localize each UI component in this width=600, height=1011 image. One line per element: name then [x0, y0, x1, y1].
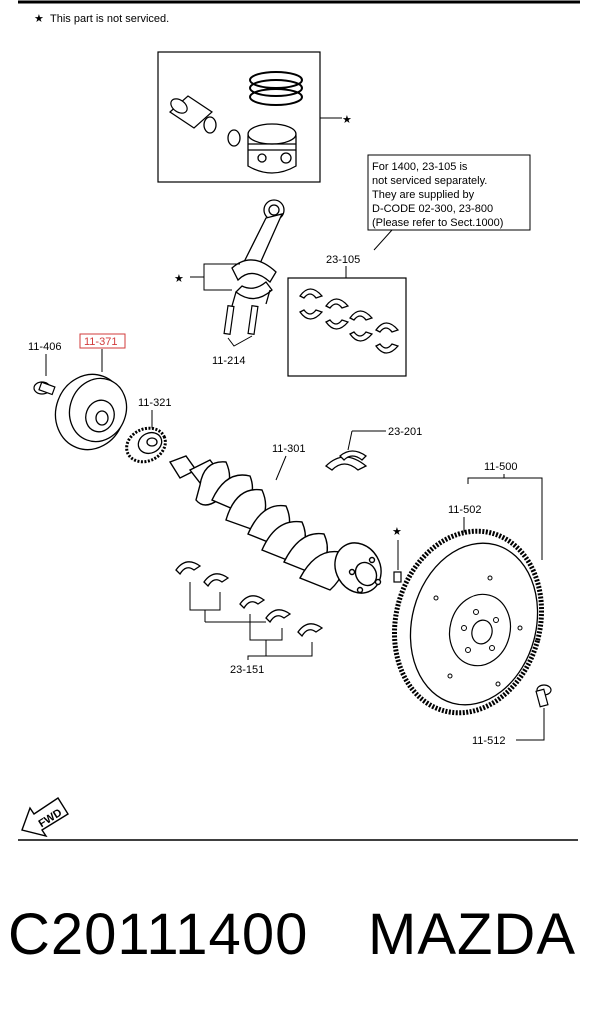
rod-bolts	[223, 305, 259, 335]
label-11-321: 11-321	[138, 397, 171, 409]
label-23-151: 23-151	[230, 664, 264, 676]
timing-gear	[125, 426, 167, 464]
piston-pin	[169, 95, 213, 129]
callout-note: For 1400, 23-105 is not serviced separat…	[367, 154, 531, 251]
bearing-leaders	[189, 582, 313, 660]
snap-ring	[227, 129, 241, 147]
label-11-500: 11-500	[484, 461, 517, 473]
star-marker-rod: ★	[174, 273, 184, 285]
callout-line-1: For 1400, 23-105 is	[372, 161, 468, 173]
thrust-bearings	[324, 450, 368, 471]
label-23-201: 23-201	[388, 426, 422, 438]
main-bearings	[175, 561, 324, 638]
flywheel-bolt	[535, 684, 552, 708]
flywheel-leader	[467, 477, 543, 560]
label-11-512: 11-512	[472, 735, 505, 747]
pulley-bolt	[33, 381, 56, 396]
bolt-leader	[227, 335, 253, 347]
crank-pulley	[54, 373, 128, 451]
label-11-502: 11-502	[448, 504, 481, 516]
flywheel	[391, 528, 545, 716]
callout-line-4: D-CODE 02-300, 23-800	[372, 203, 493, 215]
label-11-214: 11-214	[212, 355, 245, 367]
header-star: ★	[34, 13, 44, 25]
callout-line-2: not serviced separately.	[372, 175, 487, 187]
fwd-arrow-icon: FWD	[21, 797, 69, 838]
piston-group	[157, 51, 321, 183]
piston	[247, 123, 297, 174]
header-note: This part is not serviced.	[50, 13, 169, 25]
label-11-301: 11-301	[272, 443, 305, 455]
highlight-box	[79, 333, 126, 349]
star-marker-dowel: ★	[392, 526, 402, 538]
snap-ring	[203, 116, 217, 134]
label-11-371: 11-371	[84, 336, 117, 348]
dowel-pin	[393, 571, 402, 583]
rod-bearing-shells	[299, 288, 400, 354]
rod-bearing-box	[287, 277, 407, 377]
connecting-rod	[231, 199, 285, 307]
brand-name: MAZDA	[368, 902, 576, 967]
callout-line-5: (Please refer to Sect.1000)	[372, 217, 503, 229]
part-number: C20111400	[8, 902, 309, 967]
label-11-406: 11-406	[28, 341, 61, 353]
callout-line-3: They are supplied by	[372, 189, 475, 201]
bolt-512-leader	[516, 708, 545, 741]
part-caption: C20111400 MAZDA	[8, 890, 593, 980]
label-23-105: 23-105	[326, 254, 360, 266]
piston-rings	[249, 71, 303, 106]
crankshaft	[168, 455, 382, 594]
star-marker-piston: ★	[342, 114, 352, 126]
